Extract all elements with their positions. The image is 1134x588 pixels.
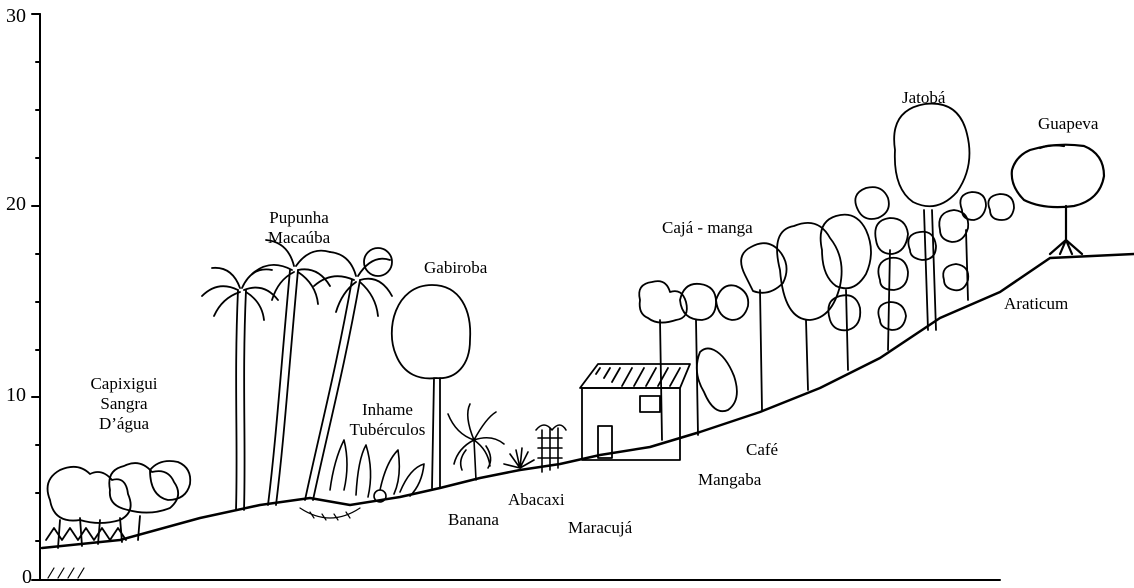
label-pupunha-line1: Pupunha (254, 208, 344, 228)
label-inhame-line2: Tubérculos (340, 420, 435, 440)
label-gabiroba: Gabiroba (424, 258, 487, 278)
label-araticum: Araticum (1004, 294, 1068, 314)
label-cafe: Café (746, 440, 778, 460)
label-capixigui-line2: Sangra (84, 394, 164, 414)
terrain-line (42, 254, 1134, 548)
label-mangaba: Mangaba (698, 470, 761, 490)
label-inhame-line1: Inhame (340, 400, 435, 420)
palm-trees (202, 240, 392, 510)
y-axis (32, 14, 40, 580)
guapeva-tree (1012, 145, 1104, 254)
banana-plant (448, 404, 504, 480)
label-jatoba: Jatobá (902, 88, 945, 108)
tick-label-30: 30 (6, 6, 26, 26)
tick-label-20: 20 (6, 194, 26, 214)
gabiroba-tree (392, 285, 470, 488)
label-inhame: Inhame Tubérculos (340, 400, 435, 440)
house (580, 364, 690, 460)
label-pupunha-line2: Macaúba (254, 228, 344, 248)
label-maracuja: Maracujá (568, 518, 632, 538)
tick-label-10: 10 (6, 385, 26, 405)
label-capixigui-line1: Capixigui (84, 374, 164, 394)
label-capixigui-line3: D’água (84, 414, 164, 434)
inhame-plants (330, 440, 424, 502)
label-caja-manga: Cajá - manga (662, 218, 753, 238)
label-abacaxi: Abacaxi (508, 490, 565, 510)
abacaxi-plant (504, 448, 534, 468)
label-capixigui: Capixigui Sangra D’água (84, 374, 164, 434)
label-guapeva: Guapeva (1038, 114, 1098, 134)
forest-canopy (741, 104, 1014, 410)
tick-label-0: 0 (22, 567, 32, 587)
capixigui-shrubs (46, 461, 190, 548)
caja-manga-trees (639, 281, 748, 440)
label-banana: Banana (448, 510, 499, 530)
label-pupunha: Pupunha Macaúba (254, 208, 344, 248)
